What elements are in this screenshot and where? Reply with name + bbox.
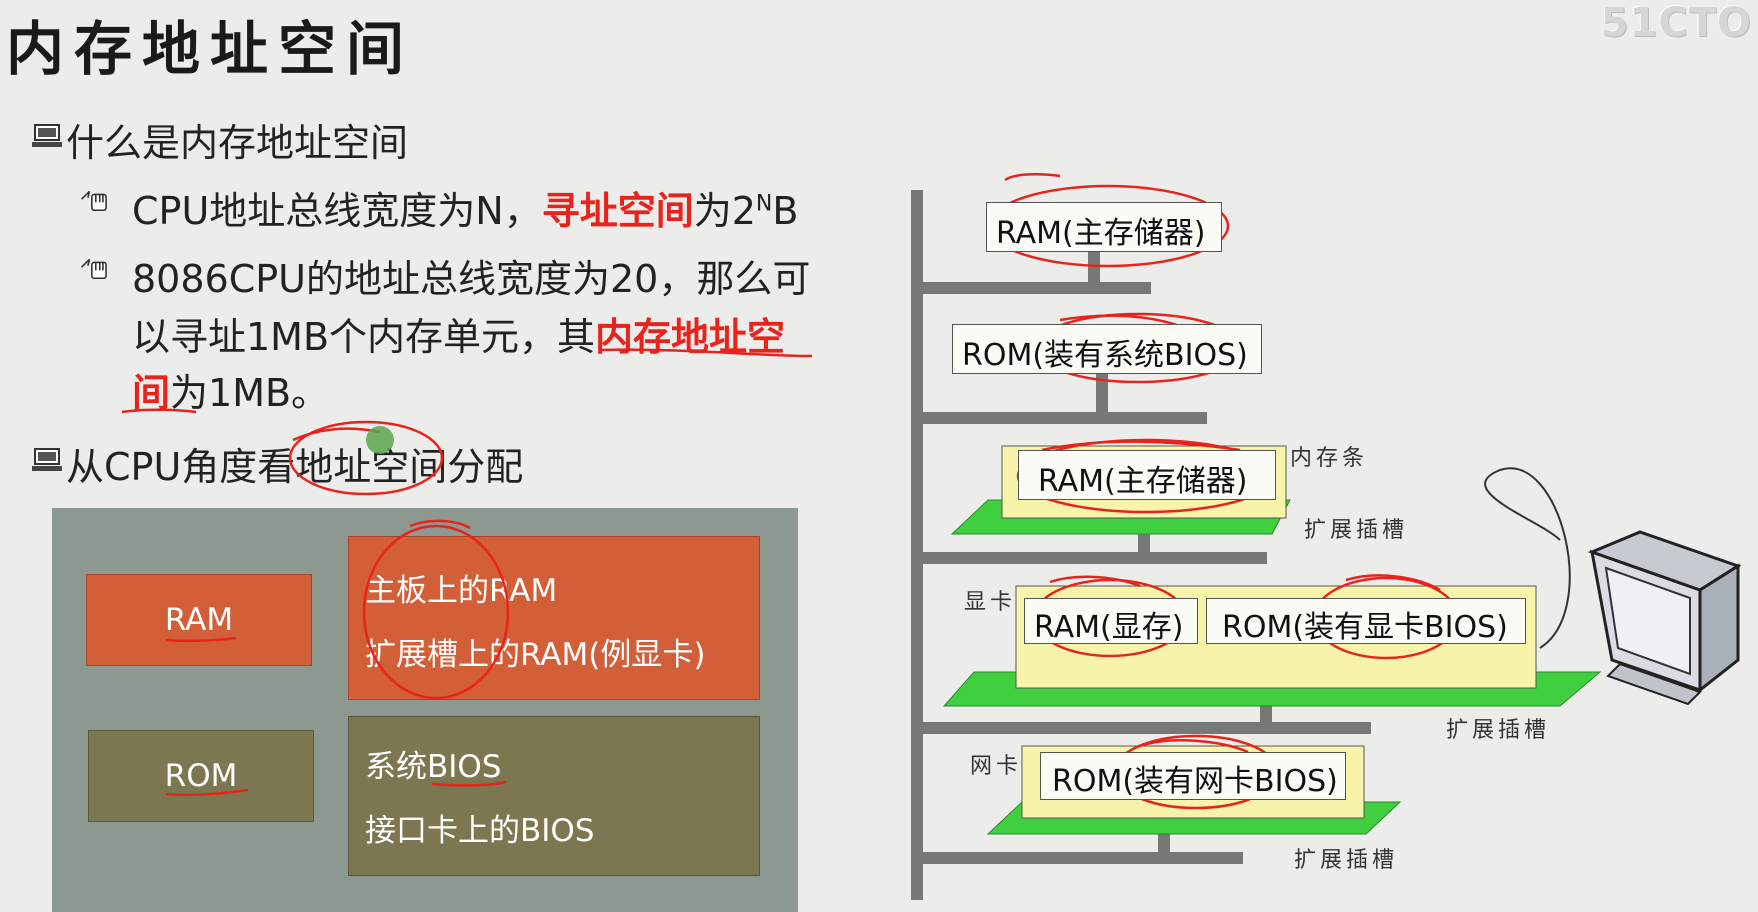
bullet-what-is-address-space: 什么是内存地址空间 bbox=[66, 121, 409, 165]
computer-bullet-icon bbox=[32, 124, 62, 147]
sub-bullet-address-bus: CPU地址总线宽度为N，寻址空间为2NB bbox=[132, 180, 798, 235]
text-segment: 为2 bbox=[693, 189, 756, 233]
rom-system-label: ROM(装有系统BIOS) bbox=[962, 338, 1248, 373]
expansion-slot-label-3: 扩展插槽 bbox=[1294, 848, 1399, 873]
highlight-memory-address-space: 内存地址空 bbox=[595, 315, 786, 359]
rom-nic-label: ROM(装有网卡BIOS) bbox=[1052, 764, 1338, 799]
rom-detail-box: 系统BIOS 接口卡上的BIOS bbox=[348, 716, 760, 876]
rom-label-box: ROM bbox=[88, 730, 314, 822]
hand-bullet-icon bbox=[81, 258, 107, 280]
rom-system-box bbox=[952, 324, 1262, 374]
video-card-label: 显卡 bbox=[964, 590, 1017, 615]
rom-detail-system-bios: 系统BIOS bbox=[365, 749, 502, 785]
ram-label: RAM bbox=[164, 602, 234, 638]
rom-label: ROM bbox=[164, 758, 238, 794]
ram-video-box bbox=[1024, 598, 1198, 644]
bullet-cpu-view-allocation: 从CPU角度看地址空间分配 bbox=[66, 445, 524, 489]
monitor-icon bbox=[1484, 467, 1742, 706]
text-segment: CPU地址总线宽度为N， bbox=[132, 189, 542, 233]
sub-bullet-8086-line-1: 8086CPU的地址总线宽度为20，那么可 bbox=[132, 257, 811, 301]
sub-bullet-8086-line-3: 间为1MB。 bbox=[132, 362, 329, 417]
memory-stick-label: 内存条 bbox=[1290, 446, 1369, 471]
watermark-logo: 51CTO bbox=[1600, 0, 1752, 46]
sub-bullet-8086-line-2: 以寻址1MB个内存单元，其内存地址空 bbox=[132, 306, 785, 361]
ram-detail-expansion: 扩展槽上的RAM(例显卡) bbox=[365, 637, 706, 673]
rom-video-box bbox=[1206, 598, 1526, 644]
text-segment: 为1MB。 bbox=[170, 371, 330, 415]
rom-nic-box bbox=[1040, 752, 1346, 800]
expansion-slot-label-1: 扩展插槽 bbox=[1304, 518, 1409, 543]
highlight-addressing-space: 寻址空间 bbox=[541, 189, 694, 233]
ram-detail-box: 主板上的RAM 扩展槽上的RAM(例显卡) bbox=[348, 536, 760, 700]
computer-bullet-icon bbox=[32, 448, 62, 471]
expansion-slot-label-2: 扩展插槽 bbox=[1446, 718, 1551, 743]
ram-main-box bbox=[986, 202, 1222, 252]
network-card-label: 网卡 bbox=[970, 754, 1023, 779]
ram-stick-box bbox=[1018, 450, 1276, 500]
ram-label-box: RAM bbox=[86, 574, 312, 666]
text-segment: B bbox=[772, 189, 799, 233]
ram-stick-label: RAM(主存储器) bbox=[1038, 464, 1248, 499]
highlight-memory-address-space-end: 间 bbox=[132, 371, 171, 415]
rom-video-label: ROM(装有显卡BIOS) bbox=[1222, 610, 1508, 645]
cpu-view-panel: RAM 主板上的RAM 扩展槽上的RAM(例显卡) ROM 系统BIOS 接口卡… bbox=[52, 508, 798, 912]
rom-detail-card-bios: 接口卡上的BIOS bbox=[365, 813, 595, 849]
ram-video-label: RAM(显存) bbox=[1034, 610, 1184, 645]
hand-bullet-icon bbox=[81, 190, 107, 212]
slide-title: 内存地址空间 bbox=[6, 15, 415, 83]
superscript-n: N bbox=[755, 191, 773, 217]
text-segment: 以寻址1MB个内存单元，其 bbox=[132, 315, 596, 359]
ram-detail-mainboard: 主板上的RAM bbox=[365, 573, 558, 609]
ram-main-label: RAM(主存储器) bbox=[996, 216, 1206, 251]
